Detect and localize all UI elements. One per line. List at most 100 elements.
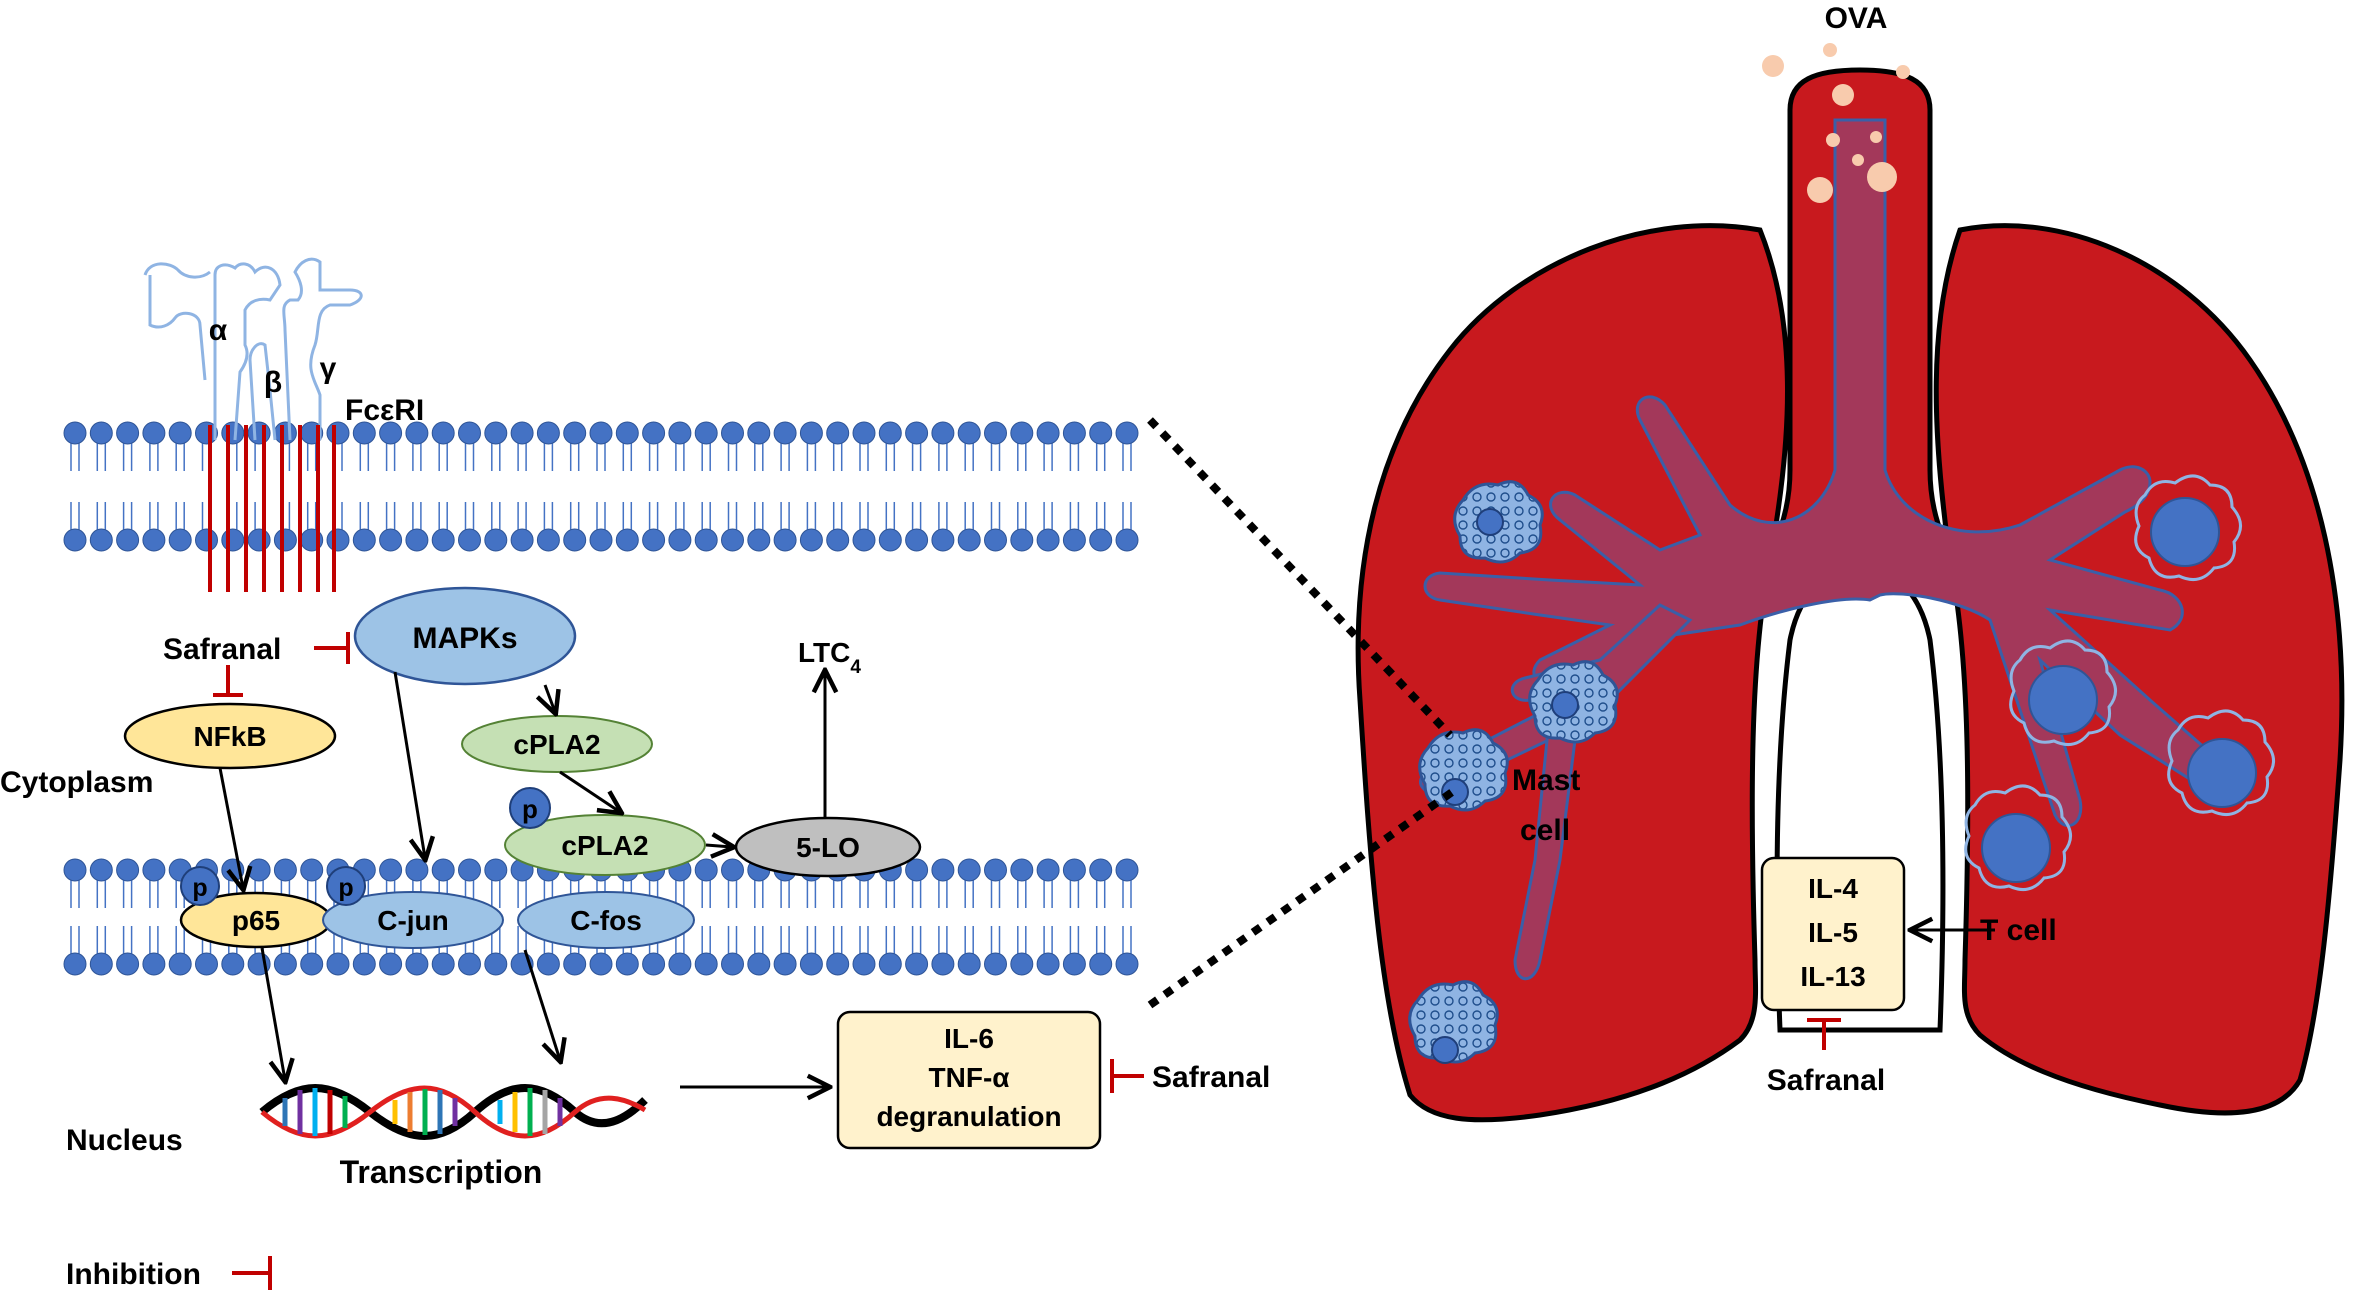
lipid-head — [1062, 421, 1086, 445]
lipid-head — [89, 952, 113, 976]
lipid-head — [1062, 858, 1086, 882]
lipid-head — [1010, 858, 1034, 882]
lipid-head — [63, 952, 87, 976]
lipid-head — [405, 952, 429, 976]
lipid-head — [300, 952, 324, 976]
lipid-head — [615, 952, 639, 976]
inhibit-nfkb-marker — [213, 665, 243, 697]
lipid-head — [1010, 952, 1034, 976]
lipid-head — [799, 421, 823, 445]
lipid-head — [563, 528, 587, 552]
lipid-head — [694, 421, 718, 445]
lipid-head — [694, 528, 718, 552]
lipid-head — [168, 421, 192, 445]
lipid-head — [642, 952, 666, 976]
mast-cell-icon — [1528, 660, 1619, 744]
phospho-label: p — [192, 874, 207, 902]
inhibition-label: Inhibition — [66, 1258, 201, 1291]
lipid-head — [536, 421, 560, 445]
t-cell-icon — [2009, 639, 2117, 747]
lipid-head — [984, 952, 1007, 976]
lipid-head — [458, 858, 481, 882]
lipid-head — [1010, 421, 1034, 445]
lipid-head — [458, 952, 481, 976]
lipid-head — [589, 421, 613, 445]
lipid-head — [721, 528, 744, 552]
lipid-head — [615, 528, 639, 552]
lipid-head — [721, 858, 744, 882]
lipid-head — [484, 421, 508, 445]
mast-cell-label-line2: cell — [1520, 814, 1570, 847]
cytoplasm-label: Cytoplasm — [0, 766, 153, 799]
lipid-head — [221, 952, 245, 976]
cpla2-phosphorylated-node: cPLA2 p — [504, 787, 706, 876]
fceri-label: FcεRI — [345, 394, 424, 427]
lipid-head — [142, 421, 166, 445]
lipid-head — [484, 858, 508, 882]
cpla2-p-label: cPLA2 — [561, 830, 648, 861]
cytokine-degranulation: degranulation — [876, 1101, 1061, 1132]
inhibit-mapks-marker — [314, 632, 350, 664]
cjun-label: C-jun — [377, 905, 449, 936]
lipid-head — [852, 952, 876, 976]
lipid-head — [273, 421, 297, 445]
gamma-label: γ — [320, 352, 337, 385]
lipid-head — [116, 858, 140, 882]
lipid-head — [668, 528, 692, 552]
lipid-head — [1115, 528, 1139, 552]
cpla2-node: cPLA2 — [461, 715, 653, 773]
lipid-head — [563, 952, 587, 976]
lipid-head — [589, 952, 613, 976]
lipid-head — [247, 421, 271, 445]
nucleus-label: Nucleus — [66, 1124, 183, 1157]
lipid-head — [1089, 528, 1113, 552]
lipid-head — [1089, 858, 1113, 882]
lipid-head — [957, 528, 981, 552]
lipid-head — [352, 528, 376, 552]
lipid-head — [1115, 952, 1139, 976]
lipid-head — [773, 952, 797, 976]
lipid-head — [484, 952, 508, 976]
lipid-head — [379, 858, 403, 882]
lipid-head — [984, 858, 1007, 882]
lipid-head — [142, 952, 166, 976]
nfkb-label: NFkB — [193, 721, 266, 752]
mapks-node: MAPKs — [353, 586, 577, 686]
lipid-head — [510, 421, 534, 445]
lipid-head — [431, 952, 455, 976]
lipid-head — [142, 858, 166, 882]
lipid-head — [379, 952, 403, 976]
lipid-head — [694, 858, 718, 882]
lipid-head — [694, 952, 718, 976]
lipid-head — [431, 421, 455, 445]
lipid-head — [1036, 858, 1060, 882]
lipid-head — [905, 421, 929, 445]
arrow-mapks-cjun — [393, 671, 425, 858]
lipid-head — [878, 952, 902, 976]
lipid-head — [931, 858, 955, 882]
five-lo-label: 5-LO — [796, 832, 860, 863]
lipid-head — [721, 952, 744, 976]
lipid-head — [326, 952, 350, 976]
lipid-head — [826, 952, 850, 976]
mast-cell-icon — [1453, 480, 1544, 564]
lipid-head — [957, 952, 981, 976]
safranal-cytokine-label: Safranal — [1152, 1061, 1270, 1094]
lipid-head — [1115, 421, 1139, 445]
mast-cell-label-line1: Mast — [1512, 764, 1580, 797]
lipid-head — [826, 421, 850, 445]
lipid-head — [379, 528, 403, 552]
arrow-nfkb-p65 — [218, 767, 243, 888]
lipid-head — [63, 858, 87, 882]
lipid-head — [195, 528, 218, 552]
lipid-head — [273, 528, 297, 552]
lipid-head — [89, 421, 113, 445]
mast-cells — [1408, 480, 1619, 1064]
arrow-cpla2-5lo — [705, 845, 732, 847]
arrow-cfos-dna — [523, 949, 560, 1060]
lipid-head — [1036, 952, 1060, 976]
lipid-head — [563, 421, 587, 445]
cytokine-il6: IL-6 — [944, 1023, 994, 1054]
